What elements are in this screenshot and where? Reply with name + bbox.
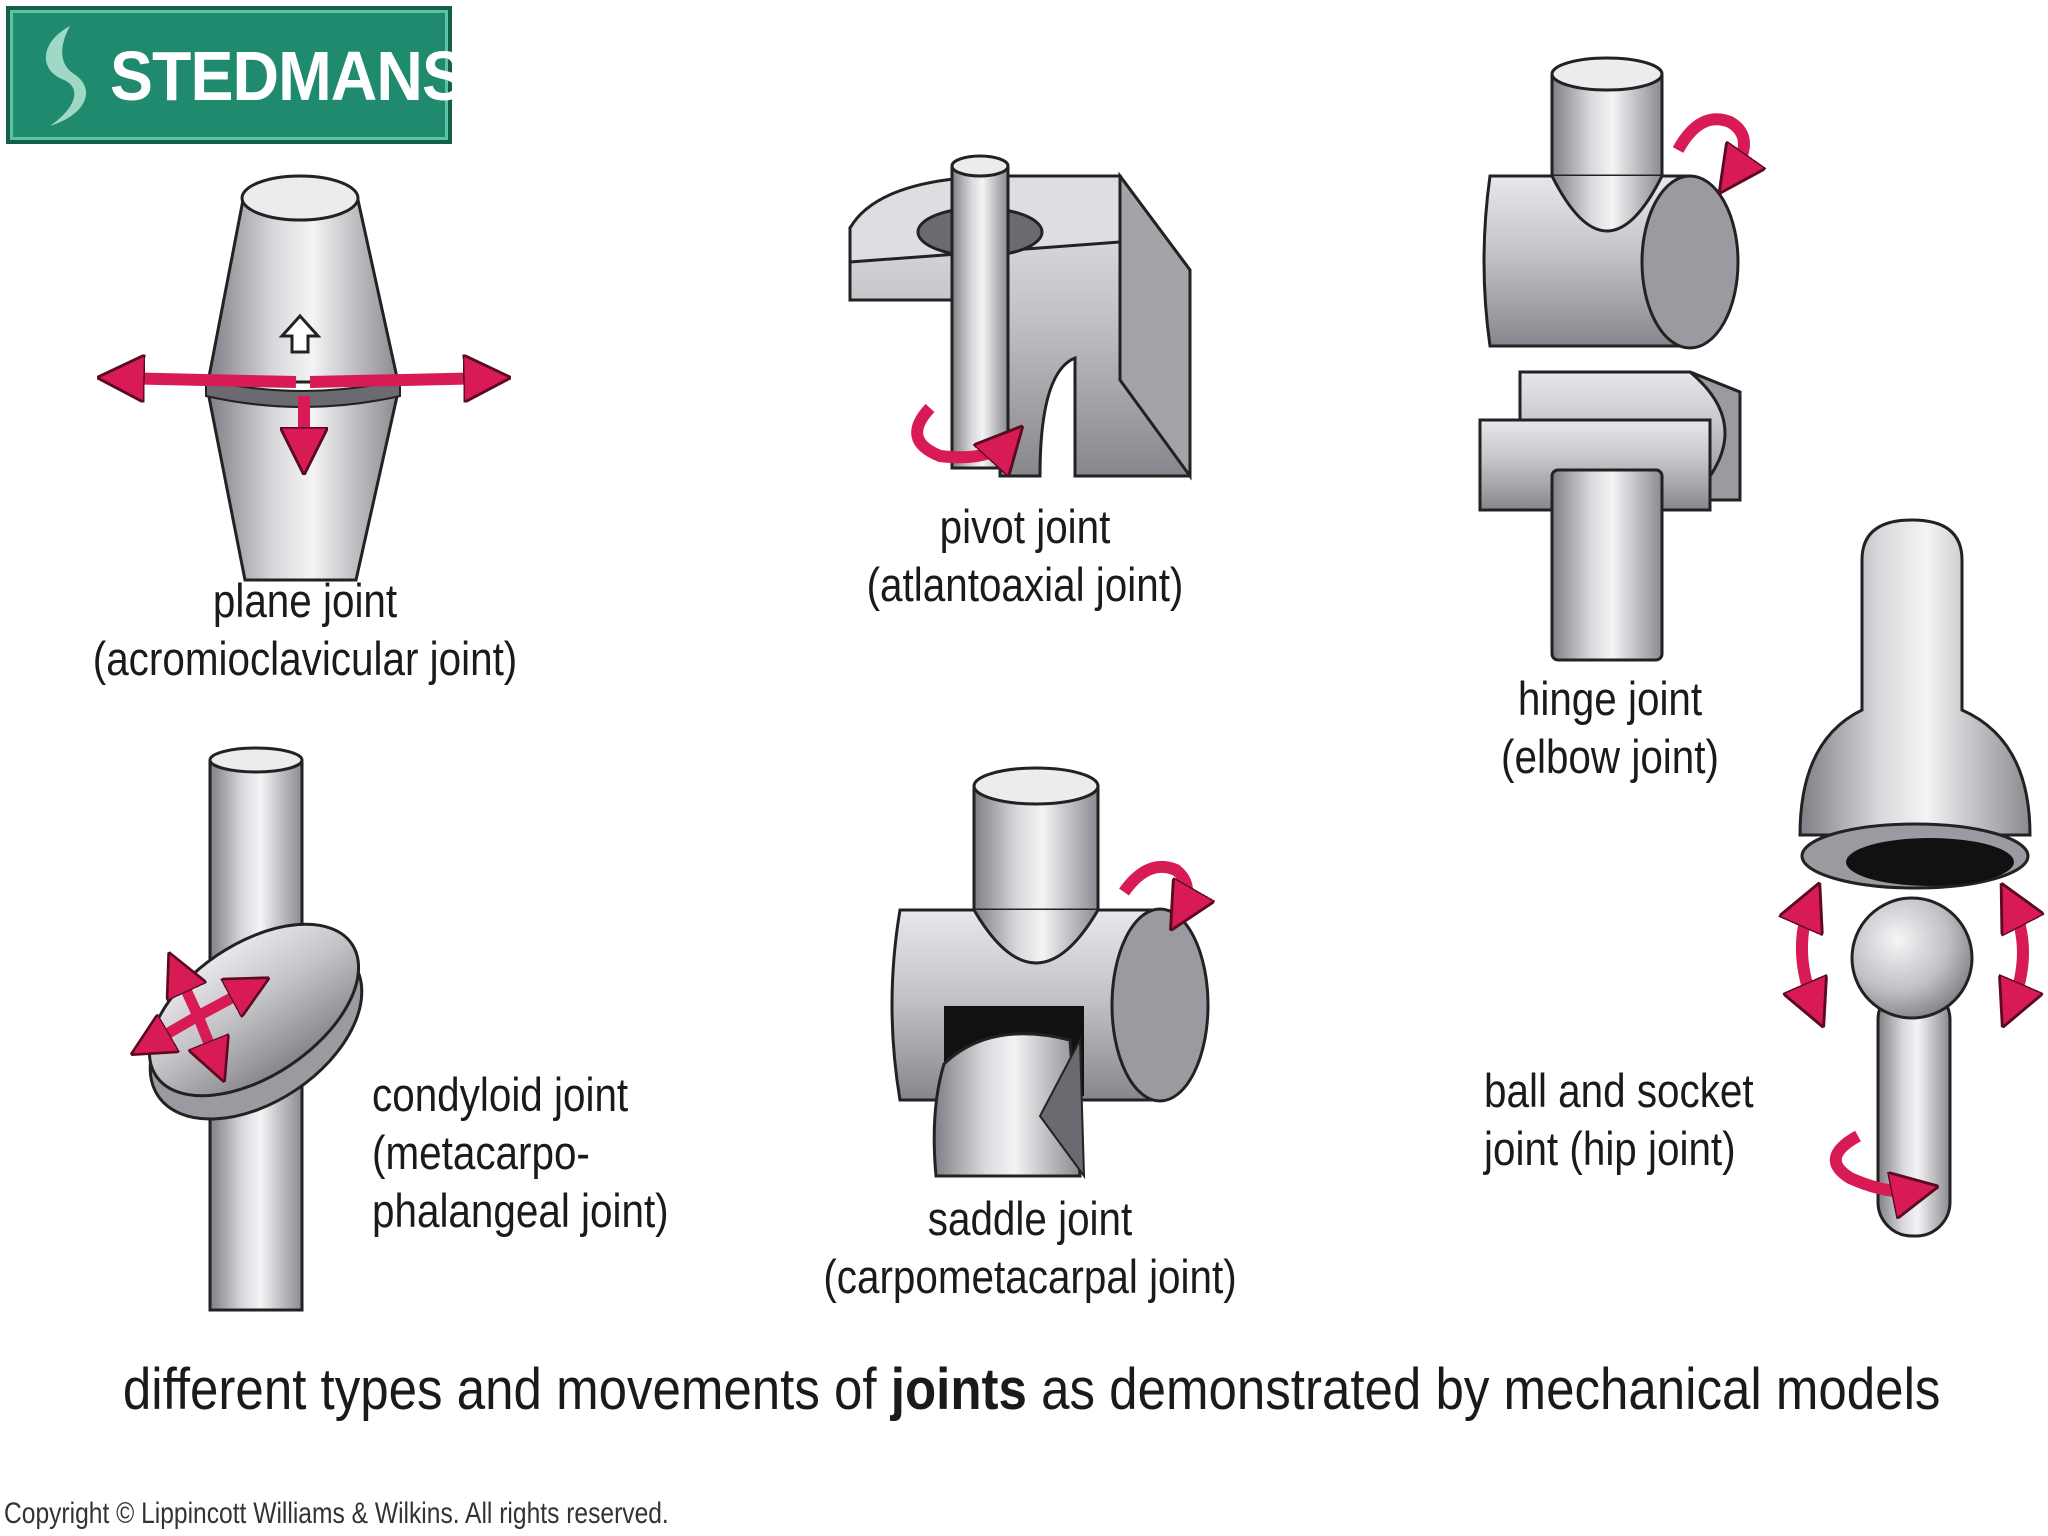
pivot-joint-name: pivot joint [939,500,1111,553]
caption-text-start: different types and movements of [122,1357,891,1422]
plane-joint-name: plane joint [212,574,398,627]
ball-and-socket-joint-name: ball and socket [1484,1064,1754,1117]
pivot-joint-example: (atlantoaxial joint) [866,558,1184,611]
hinge-joint-name: hinge joint [1517,672,1703,725]
saddle-joint-example: (carpometacarpal joint) [823,1250,1237,1303]
ball-and-socket-joint-label: ball and socket joint (hip joint) [1484,1062,1754,1178]
plane-joint-label: plane joint (acromioclavicular joint) [77,572,533,688]
stedmans-swirl-icon [45,26,87,126]
caption-bold-term: joints [890,1357,1027,1422]
saddle-joint-label: saddle joint (carpometacarpal joint) [815,1190,1245,1306]
logo-text: STEDMANS [110,37,465,115]
saddle-joint-name: saddle joint [927,1192,1133,1245]
condyloid-joint-model [118,746,364,1312]
pivot-joint-label: pivot joint (atlantoaxial joint) [832,498,1219,614]
plane-joint-example: (acromioclavicular joint) [92,632,518,685]
saddle-joint-model [890,766,1208,1180]
copyright-notice: Copyright © Lippincott Williams & Wilkin… [4,1497,669,1530]
plane-joint-model [116,174,492,582]
condyloid-joint-name: condyloid joint [372,1068,629,1121]
condyloid-joint-label: condyloid joint (metacarpo- phalangeal j… [372,1066,669,1240]
condyloid-joint-example-line2: phalangeal joint) [372,1184,669,1237]
hinge-joint-example: (elbow joint) [1501,730,1719,783]
ball-and-socket-joint-example: joint (hip joint) [1484,1122,1736,1175]
stedmans-logo: STEDMANS [6,6,465,144]
caption-text-end: as demonstrated by mechanical models [1026,1357,1941,1422]
ball-and-socket-joint-model [1800,518,2030,1238]
condyloid-joint-example-line1: (metacarpo- [372,1126,590,1179]
pivot-joint-model [848,154,1192,481]
figure-caption: different types and movements of joints … [122,1356,1941,1423]
hinge-joint-model [1478,56,1744,662]
hinge-joint-label: hinge joint (elbow joint) [1464,670,1756,786]
